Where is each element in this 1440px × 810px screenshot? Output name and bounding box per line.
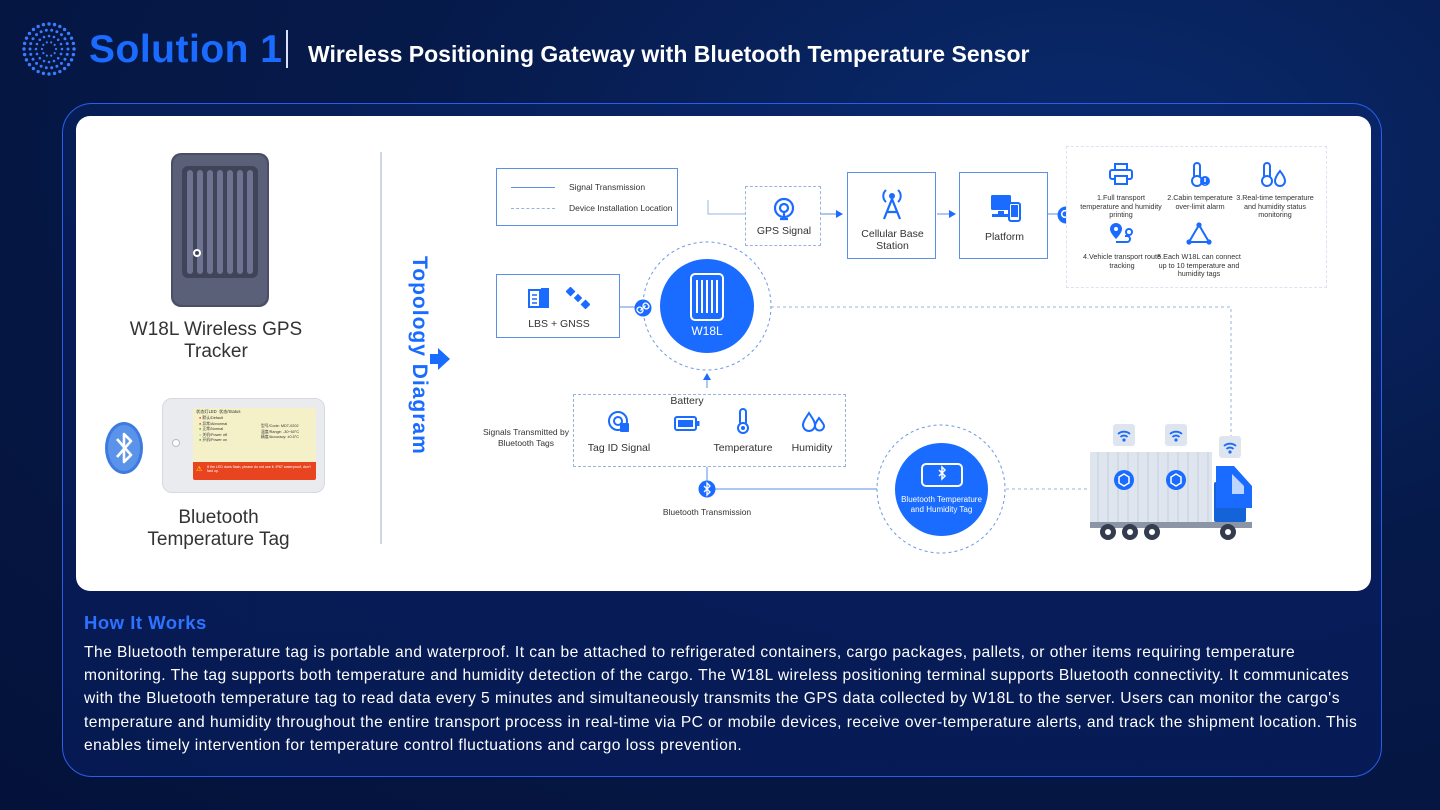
tag-warning-strip: ⚠ If the LED does flash, please do not u…: [193, 462, 316, 480]
gps-signal-icon: [773, 197, 795, 221]
bluetooth-tag-icon: [921, 463, 963, 487]
tracker-label: W18L Wireless GPS Tracker: [129, 319, 303, 362]
tag-row: 默认/Default: [202, 416, 224, 420]
feature-item: 4.Vehicle transport route tracking: [1083, 252, 1161, 270]
bluetooth-icon: [105, 422, 143, 474]
humidity-icon: [801, 411, 826, 432]
diagram-panel: W18L Wireless GPS Tracker 状态灯LED 状态/Stat…: [76, 116, 1371, 591]
feature-item: 2.Cabin temperature over-limit alarm: [1167, 193, 1233, 211]
solution-title: Solution 1: [89, 28, 283, 71]
tag-sticker: 状态灯LED 状态/Status ● 默认/Default ● 异常/Abnor…: [193, 408, 316, 480]
how-it-works-title: How It Works: [84, 612, 207, 633]
warning-icon: ⚠: [196, 466, 203, 473]
w18l-hub: W18L: [660, 259, 754, 353]
solution-subtitle: Wireless Positioning Gateway with Blueto…: [308, 41, 1030, 67]
panel-divider: [380, 152, 382, 544]
tag-header-right: 状态/Status: [219, 409, 241, 414]
tag-row: 开机/Power on: [202, 438, 228, 442]
bluetooth-transmission-label: Bluetooth Transmission: [662, 507, 752, 517]
thermometer-icon: [737, 408, 749, 434]
link-icon: [634, 299, 652, 317]
tracker-icon: [690, 273, 724, 321]
truck-image: [1090, 424, 1252, 540]
computer-phone-icon: [991, 195, 1021, 222]
legend-box: Signal Transmission Device Installation …: [496, 168, 678, 226]
tag-header-left: 状态灯LED: [196, 409, 217, 414]
cellular-base-station-node: Cellular Base Station: [847, 172, 936, 259]
legend-dashed-line: [511, 208, 555, 209]
route-pin-icon: [1110, 223, 1133, 243]
thermometer-alarm-icon: [1191, 162, 1210, 187]
battery-icon: [674, 416, 700, 431]
gps-signal-node: GPS Signal: [745, 186, 821, 246]
platform-node: Platform: [959, 172, 1048, 259]
bluetooth-transmission-icon: [698, 480, 716, 498]
bluetooth-tag-image: 状态灯LED 状态/Status ● 默认/Default ● 异常/Abnor…: [162, 398, 325, 493]
topology-title: Topology Diagram: [408, 256, 431, 455]
tag-specs: 型号/Code: MDT-0202 温度/Range: -30~60°C 精度/…: [261, 424, 313, 441]
tag-row: 正常/Normal: [202, 427, 224, 431]
title-divider: [286, 30, 288, 68]
tag-spec: 精度/Accuracy: ±0.5°C: [261, 435, 299, 439]
tag-spec: 温度/Range: -30~60°C: [261, 429, 300, 434]
tag-spec: 型号/Code: MDT-0202: [261, 424, 299, 428]
w18l-tracker-image: [171, 153, 269, 307]
dotted-globe-logo-icon: [22, 22, 76, 76]
feature-item: 5.Each W18L can connect up to 10 tempera…: [1157, 252, 1241, 278]
feature-item: 1.Full transport temperature and humidit…: [1080, 193, 1162, 219]
bluetooth-tag-node: Bluetooth Temperature and Humidity Tag: [895, 443, 988, 536]
signal-label: Temperature: [713, 442, 773, 454]
legend-signal-label: Signal Transmission: [569, 182, 646, 192]
bluetooth-tag-node-label: Bluetooth Temperature and Humidity Tag: [901, 495, 982, 514]
network-triangle-icon: [1186, 222, 1212, 245]
tag-id-signal-icon: [608, 411, 629, 432]
features-box: 1.Full transport temperature and humidit…: [1066, 146, 1327, 288]
base-station-label: Cellular Base Station: [861, 228, 924, 252]
tag-row: 关机/Power off: [202, 432, 227, 437]
legend-install-label: Device Installation Location: [569, 203, 673, 213]
printer-icon: [1109, 163, 1133, 185]
gps-signal-label: GPS Signal: [756, 225, 812, 237]
arrow-right-icon: [430, 348, 450, 370]
feature-item: 3.Real-time temperature and humidity sta…: [1236, 193, 1314, 219]
how-it-works-text: The Bluetooth temperature tag is portabl…: [84, 644, 1358, 754]
lbs-gnss-node: LBS + GNSS: [496, 274, 620, 338]
lbs-gnss-label: LBS + GNSS: [528, 318, 590, 330]
tag-status-rows: ● 默认/Default ● 异常/Abnormal ● 正常/Normal ○…: [199, 416, 228, 442]
signal-label: Humidity: [791, 442, 833, 454]
tag-signals-box: Tag ID Signal Battery Temperature Humidi…: [573, 394, 846, 467]
signal-label: Tag ID Signal: [587, 442, 651, 454]
w18l-hub-label: W18L: [691, 324, 723, 338]
satellite-icon: [566, 287, 590, 309]
document-grid-icon: [528, 288, 549, 308]
signals-caption: Signals Transmitted by Bluetooth Tags: [483, 427, 569, 448]
tag-note: If the LED does flash, please do not use…: [207, 465, 311, 474]
tag-hole: [172, 439, 180, 447]
legend-solid-line: [511, 187, 555, 188]
signal-label: Battery: [670, 395, 704, 407]
platform-label: Platform: [984, 231, 1025, 243]
thermometer-humidity-icon: [1261, 162, 1287, 187]
cell-tower-icon: [882, 189, 902, 220]
tag-row: 异常/Abnormal: [202, 421, 228, 426]
header: Solution 1 Wireless Positioning Gateway …: [22, 22, 1122, 78]
bluetooth-tag-label: Bluetooth Temperature Tag: [147, 507, 290, 550]
